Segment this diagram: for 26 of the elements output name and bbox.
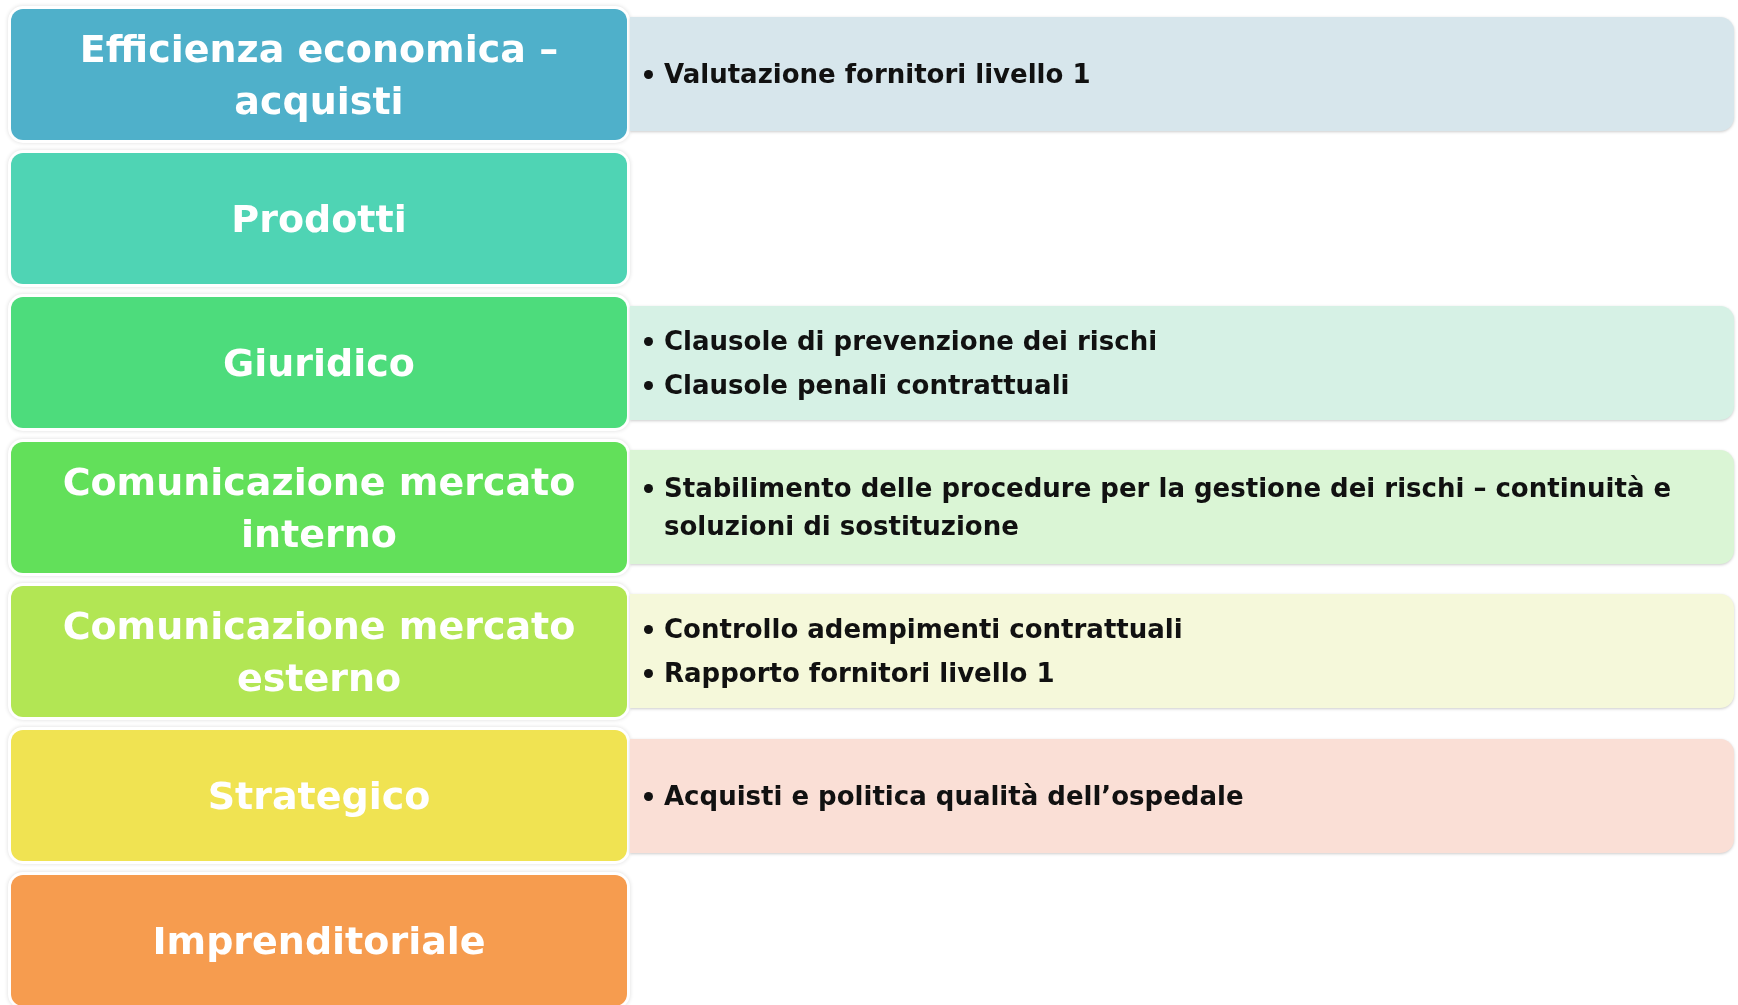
bullet-text: Controllo adempimenti contrattuali bbox=[664, 613, 1183, 646]
category-box bbox=[11, 9, 627, 140]
bullet-text: Valutazione fornitori livello 1 bbox=[664, 58, 1091, 91]
category-box bbox=[11, 875, 627, 1005]
bullet-text: Stabilimento delle procedure per la gestione dei rischi – continuità e soluzioni di sostituzione bbox=[664, 472, 1673, 543]
detail-panel bbox=[630, 739, 1734, 853]
category-box bbox=[11, 297, 627, 428]
bullet-text: Acquisti e politica qualità dell’ospedale bbox=[664, 780, 1244, 813]
category-title: Imprenditoriale bbox=[151, 917, 487, 965]
category-box bbox=[11, 730, 627, 861]
detail-panel bbox=[630, 306, 1734, 420]
detail-panel bbox=[630, 594, 1734, 708]
detail-panel bbox=[630, 17, 1734, 131]
bullet-text: Rapporto fornitori livello 1 bbox=[664, 657, 1055, 690]
detail-panel bbox=[630, 450, 1734, 564]
category-title: Giuridico bbox=[222, 339, 416, 387]
category-box bbox=[11, 153, 627, 284]
category-title: Comunicazione mercato interno bbox=[61, 458, 577, 558]
category-title: Efficienza economica – acquisti bbox=[78, 25, 560, 125]
category-title: Strategico bbox=[206, 772, 432, 820]
category-box bbox=[11, 442, 627, 573]
category-box bbox=[11, 586, 627, 717]
category-title: Comunicazione mercato esterno bbox=[61, 602, 577, 702]
bullet-text: Clausole penali contrattuali bbox=[664, 369, 1070, 402]
bullet-text: Clausole di prevenzione dei rischi bbox=[664, 325, 1158, 358]
category-title: Prodotti bbox=[230, 195, 408, 243]
